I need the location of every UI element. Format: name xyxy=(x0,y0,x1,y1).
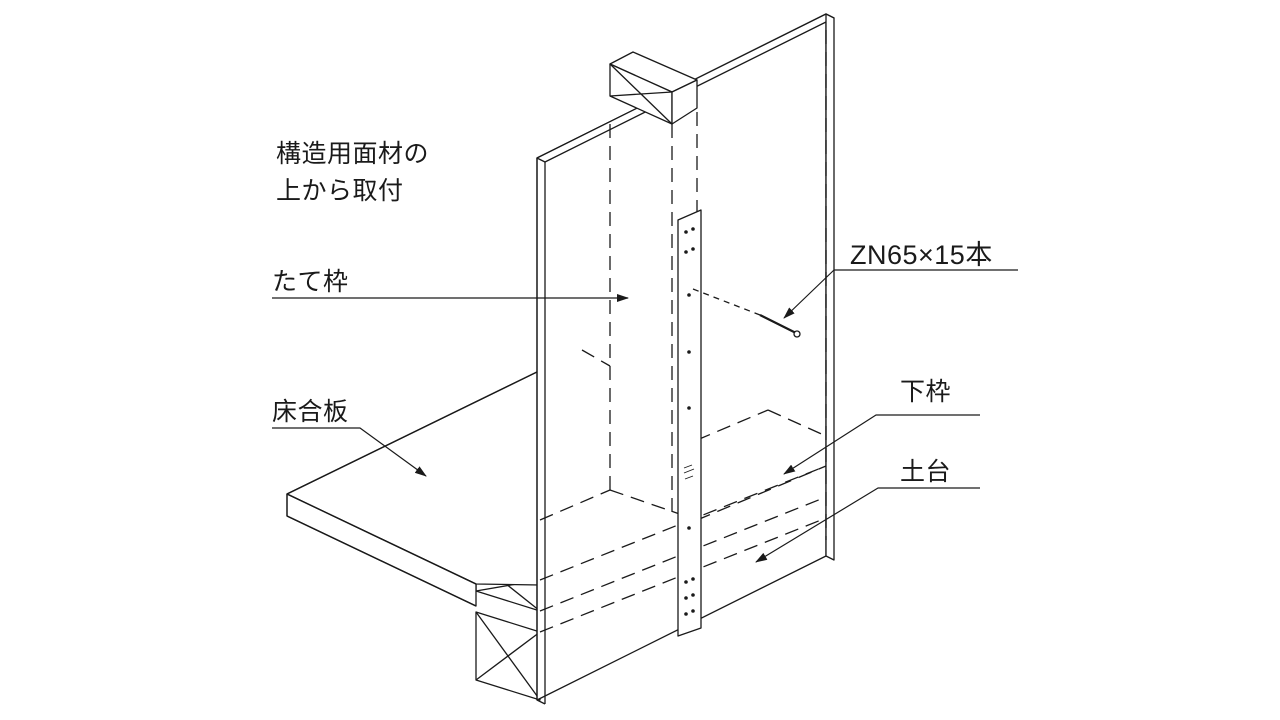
sill-beam-end xyxy=(475,611,541,701)
stud-top xyxy=(609,51,698,125)
nail-zn65 xyxy=(692,288,801,338)
leader-dodai xyxy=(755,487,980,563)
floor-plywood-label: 床合板 xyxy=(272,397,349,426)
strap-nail-holes xyxy=(684,227,695,616)
strap-stamp-mark xyxy=(683,464,695,480)
hold-down-strap xyxy=(677,209,702,637)
note-label-line2: 上から取付 xyxy=(276,176,404,205)
nail-spec-label: ZN65×15本 xyxy=(850,240,993,270)
leader-lines xyxy=(272,269,1018,563)
leader-shitawaku xyxy=(783,414,980,475)
sill-label: 土台 xyxy=(900,457,952,486)
stud-label: たて枠 xyxy=(272,267,349,296)
leader-nail xyxy=(783,269,1018,319)
note-label-line1: 構造用面材の xyxy=(276,139,430,168)
leader-yukagouban xyxy=(272,427,427,477)
bottom-plate-label: 下枠 xyxy=(900,377,952,406)
